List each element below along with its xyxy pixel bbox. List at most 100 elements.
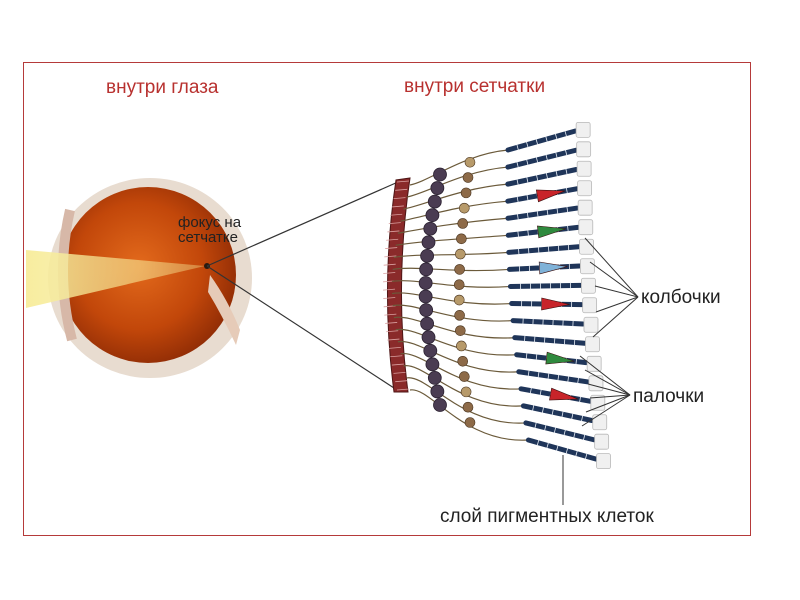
pigment-cell	[576, 160, 592, 177]
rod-disc	[567, 225, 569, 232]
rod-disc	[554, 133, 558, 140]
light-beam	[26, 250, 205, 308]
bipolar-cell	[453, 294, 465, 306]
band-stripe	[390, 213, 403, 216]
rod-disc	[556, 445, 559, 452]
ganglion-cell	[427, 194, 442, 209]
ganglion-cell	[418, 276, 433, 290]
pigment-cell	[581, 277, 596, 294]
pigment-cell	[577, 199, 593, 216]
rod-cell	[506, 244, 582, 255]
rod-cell	[505, 128, 578, 153]
rod-disc	[566, 206, 569, 213]
band-stripe	[388, 347, 401, 349]
rod-disc	[584, 453, 588, 460]
rod-disc	[567, 375, 570, 383]
rod-disc	[546, 209, 549, 216]
bipolar-cell	[464, 156, 476, 168]
neuron-fiber	[395, 328, 517, 356]
pigment-cell	[575, 121, 591, 138]
rod-cell	[520, 403, 595, 423]
neuron-fiber	[391, 292, 512, 305]
ganglion-cell	[419, 262, 434, 277]
ganglion-cell	[430, 181, 445, 195]
rod-disc	[526, 141, 529, 148]
band-stripe	[396, 180, 410, 183]
bipolar-cell	[456, 340, 467, 352]
heading-inside-retina: внутри сетчатки	[404, 76, 546, 97]
ganglion-cell	[420, 316, 435, 331]
rod-disc	[525, 352, 528, 359]
band-stripe	[396, 388, 410, 391]
neuron-fiber	[406, 377, 526, 424]
pigment-layer-label: слой пигментных клеток	[440, 506, 654, 527]
rod-disc	[565, 168, 568, 175]
cone-cell	[535, 189, 566, 203]
rod-cell	[512, 335, 588, 346]
rod-disc	[537, 371, 540, 378]
pigment-cell	[579, 238, 594, 255]
band-stripe	[395, 188, 408, 191]
band-stripe	[382, 288, 396, 291]
rod-cell	[525, 437, 599, 462]
pigment-cell	[594, 433, 610, 450]
bipolar-cell	[459, 202, 470, 214]
ganglion-cell	[433, 398, 447, 412]
neuron-fiber	[406, 166, 508, 198]
rod-disc	[545, 136, 548, 143]
rod-disc	[535, 138, 539, 145]
rod-disc	[535, 156, 539, 163]
ganglion-cell	[430, 384, 445, 399]
rod-disc	[564, 130, 567, 137]
band-stripe	[383, 297, 396, 299]
photoreceptor-layer	[505, 128, 599, 462]
band-stripe	[387, 230, 400, 233]
rod-disc	[536, 210, 539, 217]
rod-disc	[561, 411, 564, 418]
rod-disc	[516, 161, 519, 168]
cone-cell	[545, 351, 575, 365]
rod-disc	[536, 439, 540, 446]
band-stripe	[387, 338, 400, 341]
rod-cell	[510, 318, 586, 327]
bipolar-cell	[454, 310, 465, 321]
neuron-fiber	[393, 316, 515, 339]
band-stripe	[385, 247, 398, 249]
band-stripe	[391, 363, 404, 366]
pigment-cell	[578, 219, 594, 236]
rod-disc	[534, 422, 537, 429]
band-stripe	[388, 222, 401, 224]
band-stripe	[386, 330, 399, 333]
retina-tissue-band	[386, 177, 411, 393]
ganglion-cell	[420, 248, 435, 263]
rod-cell	[523, 420, 597, 443]
neuron-fiber	[400, 200, 508, 222]
cones-label: колбочки	[641, 287, 721, 308]
rod-disc	[579, 396, 581, 403]
rod-disc	[565, 447, 569, 454]
rod-disc	[516, 144, 519, 151]
bipolar-cell	[457, 218, 469, 229]
rod-pointer-lines	[579, 355, 631, 427]
rod-disc	[546, 442, 549, 449]
pigment-cell	[588, 375, 604, 392]
rod-cell	[505, 147, 579, 170]
bipolar-cell	[454, 264, 465, 275]
ganglion-cell	[423, 343, 438, 358]
focus-label-line1: фокус на	[178, 214, 242, 231]
focus-label-line2: сетчатке	[178, 229, 238, 246]
rod-disc	[565, 187, 568, 194]
neuron-fiber	[393, 251, 509, 258]
bipolar-cell	[462, 172, 474, 183]
cone-cell	[538, 261, 568, 275]
neuron-fiber	[392, 267, 510, 272]
ganglion-cell	[427, 370, 442, 385]
neuron-fiber	[409, 389, 529, 441]
rod-disc	[545, 172, 548, 179]
rod-disc	[573, 431, 576, 438]
cone-cell	[541, 297, 570, 311]
pigment-cell	[592, 414, 608, 431]
band-stripe	[393, 371, 406, 374]
band-stripe	[393, 197, 406, 200]
